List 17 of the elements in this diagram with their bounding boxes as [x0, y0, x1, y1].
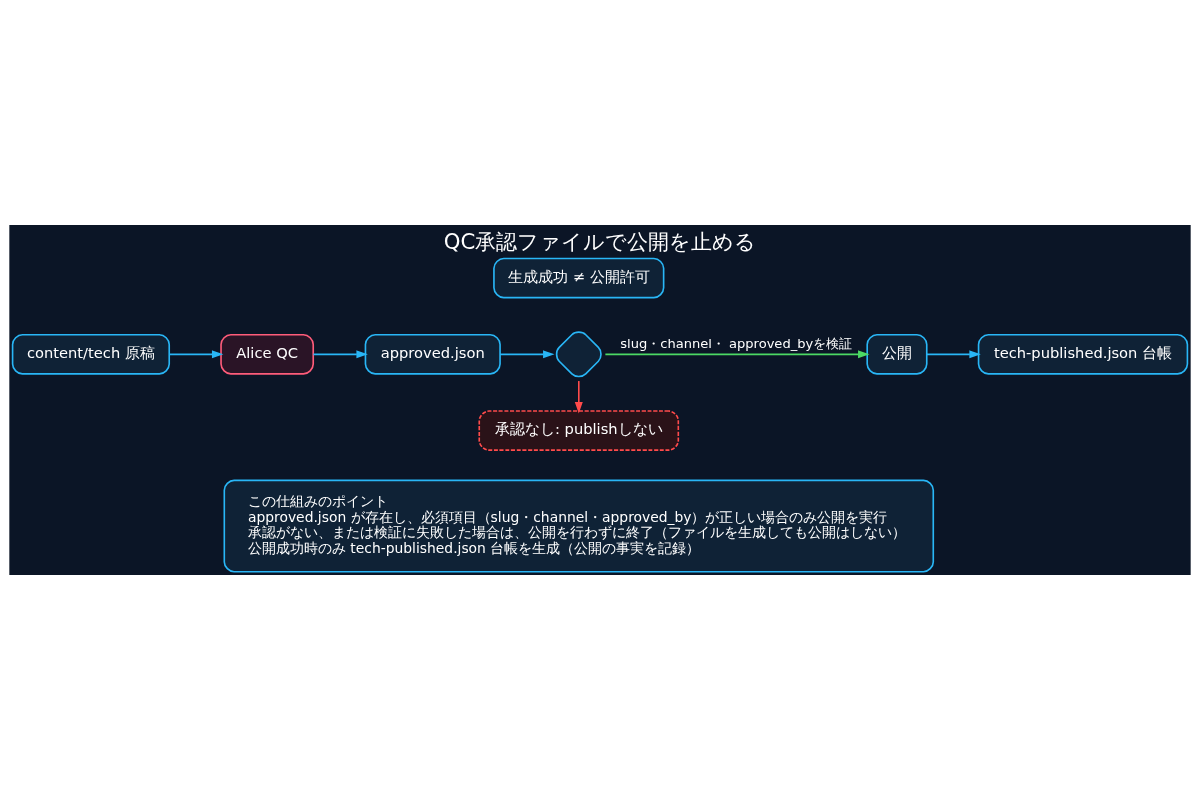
- node-box: tech-published.json 台帳: [977, 333, 1189, 375]
- node-box: approved.json: [364, 333, 501, 375]
- node-box: Alice QC: [220, 333, 315, 375]
- node-diamond: [555, 331, 602, 378]
- node-box: この仕組みのポイント approved.json が存在し、必須項目（slug・channel・approved_by）が正しい場合のみ公開を実行 承認がない、または検証に失敗した場合は、公開を行わずに終了（ファイルを生成しても公開はしない） 公開成功時のみ tech-published.json 台帳を生成（公開の事実を記録）: [223, 479, 935, 573]
- node-box: 公開: [866, 333, 928, 375]
- diagram-title: QC承認ファイルで公開を止める: [443, 228, 757, 254]
- arrow: [499, 350, 555, 359]
- node-box: 生成成功 ≠ 公開許可: [493, 257, 665, 299]
- arrow: [604, 350, 870, 359]
- edge-label: slug・channel・ approved_byを検証: [620, 335, 853, 351]
- arrow: [574, 380, 583, 414]
- arrow: [168, 350, 224, 359]
- arrow: [312, 350, 368, 359]
- arrow: [925, 350, 981, 359]
- node-box: 承認なし: publishしない: [478, 410, 680, 451]
- node-box: content/tech 原稿: [11, 333, 171, 375]
